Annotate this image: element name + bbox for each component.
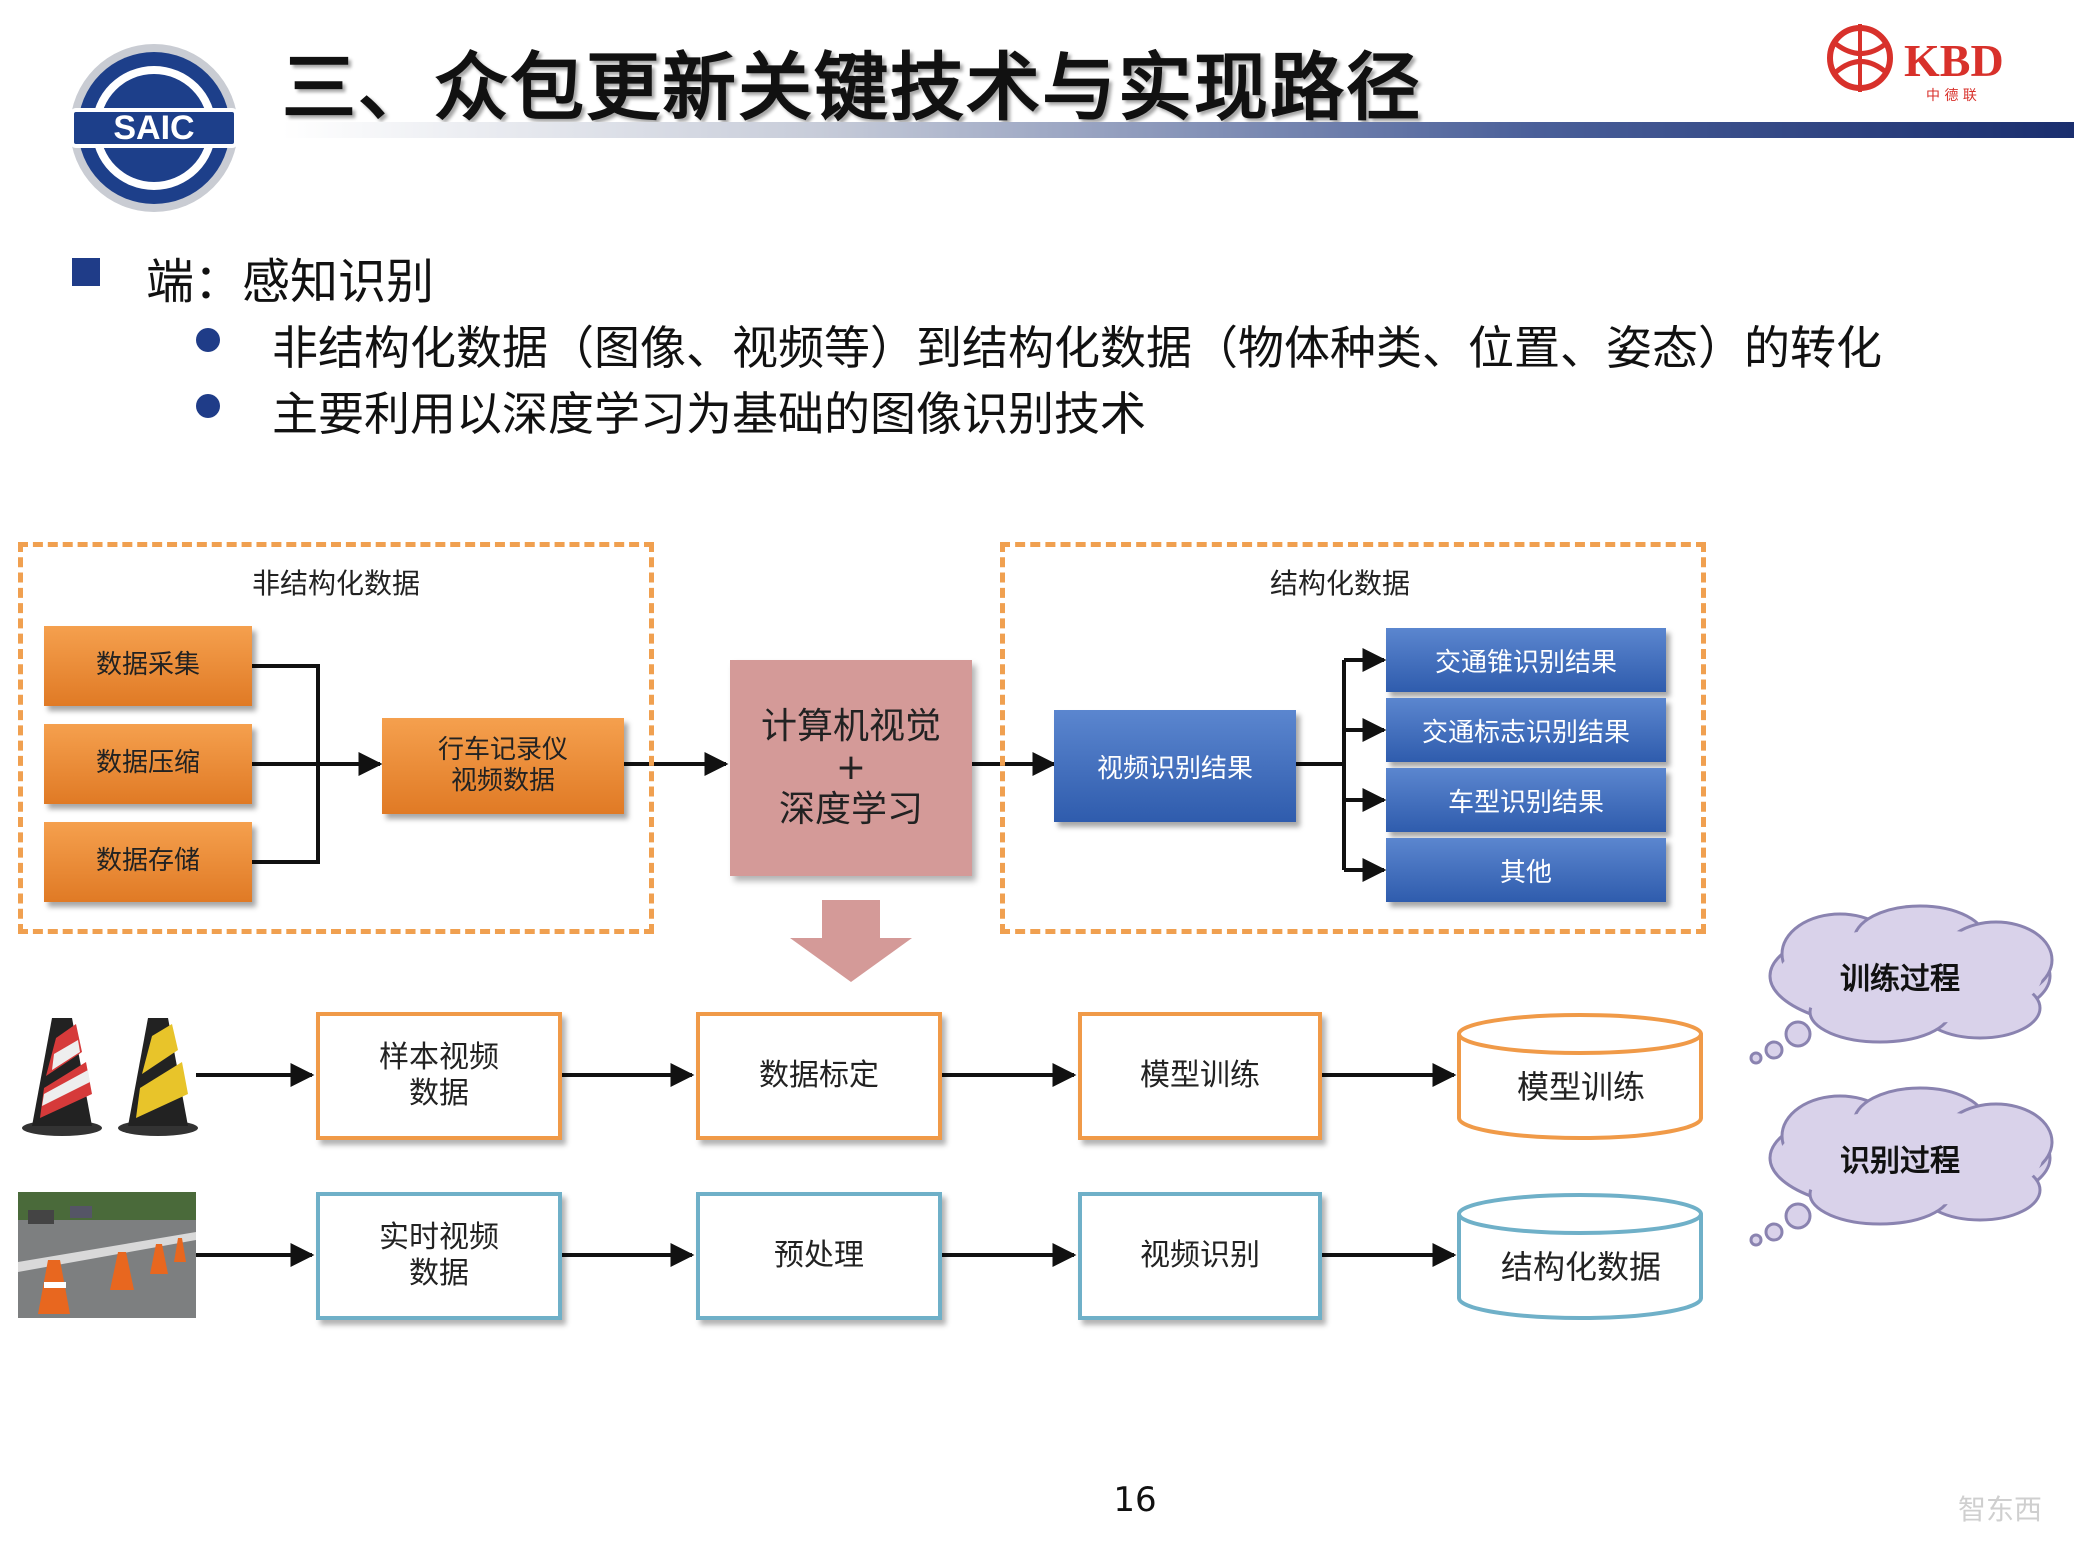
data-collection-box: 数据采集	[44, 626, 252, 706]
dashcam-line-2: 视频数据	[450, 766, 555, 796]
page-title: 三、众包更新关键技术与实现路径	[282, 45, 1422, 131]
down-arrow-icon	[790, 900, 912, 982]
sample-line-2: 数据	[409, 1076, 469, 1111]
bullet-dot-2	[196, 394, 220, 418]
training-cylinder	[1457, 1013, 1703, 1140]
title-underline	[282, 122, 2074, 138]
bullet-text-2: 主要利用以深度学习为基础的图像识别技术	[272, 387, 1146, 441]
recognition-process-cloud	[1749, 1086, 2054, 1247]
realtime-video-box: 实时视频 数据	[316, 1192, 562, 1320]
training-process-label: 训练过程	[1840, 962, 1960, 997]
training-process-cloud	[1749, 904, 2054, 1065]
recognition-process-label: 识别过程	[1840, 1144, 1960, 1179]
sample-video-box: 样本视频 数据	[316, 1012, 562, 1140]
video-recognition-box: 视频识别	[1078, 1192, 1322, 1320]
structured-label: 结构化数据	[1269, 567, 1410, 600]
sample-line-1: 样本视频	[379, 1040, 499, 1075]
other-result-box: 其他	[1386, 838, 1666, 902]
data-labeling-box: 数据标定	[696, 1012, 942, 1140]
saic-logo-text: SAIC	[113, 109, 194, 147]
structured-data-cylinder	[1457, 1193, 1703, 1320]
training-cylinder-label: 模型训练	[1516, 1068, 1645, 1106]
page-number: 16	[1113, 1480, 1157, 1520]
saic-logo: SAIC	[70, 44, 238, 212]
section-heading: 端：感知识别	[146, 254, 435, 310]
dashcam-video-box: 行车记录仪 视频数据	[382, 718, 624, 814]
structured-cylinder-label: 结构化数据	[1500, 1248, 1661, 1286]
data-compression-box: 数据压缩	[44, 724, 252, 804]
cv-line-1: 计算机视觉	[760, 705, 941, 747]
kbd-logo-text: KBD	[1904, 35, 2004, 86]
kbd-logo-sub: 中 德 联	[1926, 88, 1977, 104]
kbd-logo: KBD 中 德 联	[1827, 24, 2004, 104]
cv-plus: +	[835, 747, 867, 789]
watermark: 智东西	[1958, 1493, 2043, 1526]
sign-result-box: 交通标志识别结果	[1386, 698, 1666, 762]
realtime-line-1: 实时视频	[379, 1220, 499, 1255]
unstructured-data-frame	[18, 542, 654, 934]
bullet-text-1: 非结构化数据（图像、视频等）到结构化数据（物体种类、位置、姿态）的转化	[272, 321, 1882, 375]
cv-deep-learning-box: 计算机视觉 + 深度学习	[730, 660, 972, 876]
structured-data-frame	[1000, 542, 1706, 934]
video-recognition-result-box: 视频识别结果	[1054, 710, 1296, 822]
data-storage-box: 数据存储	[44, 822, 252, 902]
realtime-line-2: 数据	[409, 1256, 469, 1291]
model-training-box: 模型训练	[1078, 1012, 1322, 1140]
cone-result-box: 交通锥识别结果	[1386, 628, 1666, 692]
vehicle-result-box: 车型识别结果	[1386, 768, 1666, 832]
heading-bullet	[72, 258, 100, 286]
preprocess-box: 预处理	[696, 1192, 942, 1320]
bullet-dot-1	[196, 328, 220, 352]
unstructured-label: 非结构化数据	[251, 567, 420, 600]
cv-line-2: 深度学习	[778, 788, 923, 830]
traffic-cones-image	[22, 1018, 198, 1136]
dashcam-line-1: 行车记录仪	[437, 734, 568, 765]
road-cones-photo	[18, 1192, 196, 1318]
